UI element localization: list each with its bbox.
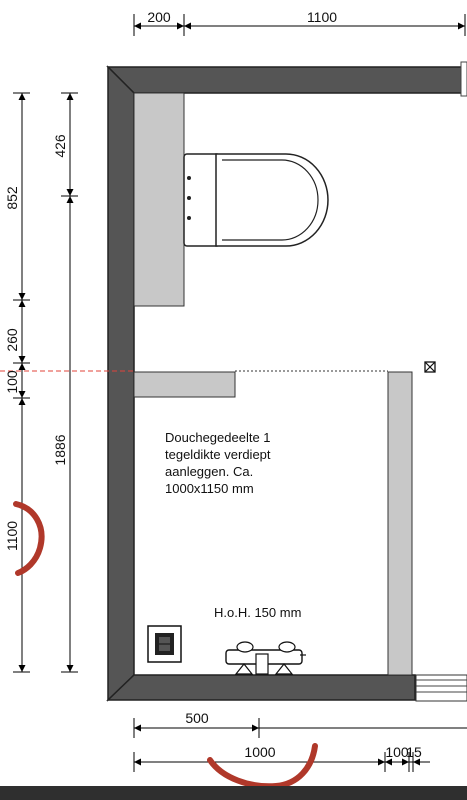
floor-drain-icon bbox=[147, 625, 182, 663]
dim-left-852: 852 bbox=[4, 186, 20, 210]
threshold bbox=[415, 674, 467, 702]
red-annotation-mark-left bbox=[13, 501, 45, 576]
dim-bottom-100: 100 bbox=[385, 744, 409, 760]
dim-bottom-500: 500 bbox=[185, 710, 209, 726]
shower-note-line-1: Douchegedeelte 1 bbox=[165, 430, 271, 445]
toilet-bowl bbox=[215, 153, 329, 247]
toilet-seat-line bbox=[222, 159, 319, 241]
toilet-icon bbox=[183, 153, 329, 247]
dim-left-426: 426 bbox=[52, 134, 68, 158]
dim-left-100: 100 bbox=[4, 370, 20, 394]
toilet-box-wall bbox=[133, 92, 185, 307]
wall-left bbox=[107, 65, 135, 702]
shower-note: Douchegedeelte 1 tegeldikte verdiept aan… bbox=[165, 430, 271, 496]
bottom-dark-bar bbox=[0, 786, 467, 800]
dimension-left-outer: 852 260 100 1100 bbox=[4, 92, 30, 673]
shower-partition bbox=[387, 371, 413, 676]
dim-top-200: 200 bbox=[147, 9, 171, 25]
wall-bottom bbox=[106, 674, 416, 701]
dim-bottom-1000: 1000 bbox=[244, 744, 275, 760]
dimension-bottom-row2: 1000 100 15 bbox=[133, 744, 430, 772]
shower-mixer-icon bbox=[225, 641, 306, 675]
wall-top bbox=[106, 66, 467, 94]
dimension-bottom-row1: 500 bbox=[133, 710, 467, 738]
shower-note-line-2: tegeldikte verdiept bbox=[165, 447, 271, 462]
shower-note-line-4: 1000x1150 mm bbox=[165, 481, 254, 496]
dimension-left-inner: 426 1886 bbox=[52, 92, 78, 673]
dim-left-1886: 1886 bbox=[52, 434, 68, 465]
shower-note-line-3: aanleggen. Ca. bbox=[165, 464, 253, 479]
vent-symbol-icon bbox=[424, 361, 436, 373]
shower-ledge bbox=[133, 371, 236, 398]
dim-left-260: 260 bbox=[4, 328, 20, 352]
dim-top-1100: 1100 bbox=[307, 9, 337, 25]
wall-top-end-marker bbox=[460, 61, 467, 97]
dim-left-1100: 1100 bbox=[4, 521, 20, 551]
dimension-top: 200 1100 bbox=[133, 9, 466, 36]
outer-walls bbox=[106, 61, 467, 702]
toilet-cistern bbox=[183, 153, 221, 247]
dim-bottom-15: 15 bbox=[406, 744, 422, 760]
hoh-note: H.o.H. 150 mm bbox=[214, 605, 301, 620]
